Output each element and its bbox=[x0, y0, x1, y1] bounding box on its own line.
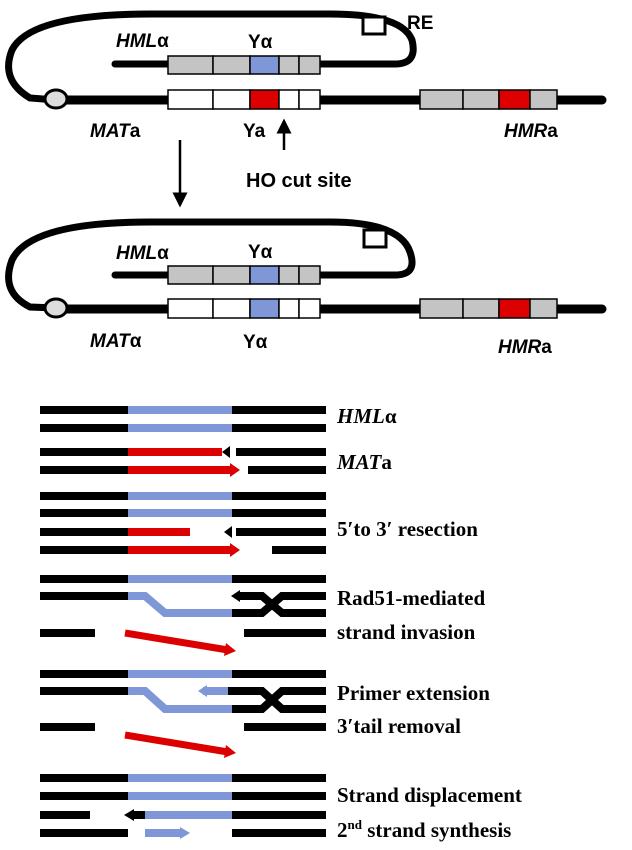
step-second-strand-synthesis bbox=[40, 774, 326, 839]
mat-alpha-cassette bbox=[167, 298, 321, 319]
y-alpha-region bbox=[249, 55, 280, 75]
step-second-strand-label: 2nd strand synthesis bbox=[337, 817, 512, 842]
step-resection-label: 5′to 3′ resection bbox=[337, 517, 478, 541]
re-label: RE bbox=[407, 13, 434, 34]
step-rad51-label-line1: Rad51-mediated bbox=[337, 586, 486, 610]
step-primer-extension bbox=[40, 670, 326, 758]
step-tail-removal-label: 3′tail removal bbox=[337, 714, 461, 738]
top-chromosome-panel bbox=[5, 10, 607, 150]
centromere-icon bbox=[43, 88, 69, 110]
ya-label: Ya bbox=[243, 121, 266, 142]
hmr-a-label: HMRa bbox=[498, 337, 552, 358]
y-alpha-label: Yα bbox=[248, 242, 273, 263]
step-strand-displacement-label: Strand displacement bbox=[337, 783, 522, 807]
mat-a-label: MATa bbox=[90, 121, 141, 142]
hmr-a-cassette bbox=[419, 89, 558, 110]
hml-alpha-label: HMLα bbox=[116, 31, 169, 52]
hml-alpha-cassette bbox=[167, 265, 321, 285]
step-hml-alpha-label: HMLα bbox=[337, 404, 397, 428]
mat-alpha-label: MATα bbox=[90, 331, 142, 352]
hml-alpha-cassette bbox=[167, 55, 321, 75]
step-initial-duplexes bbox=[40, 406, 326, 477]
hmr-a-cassette bbox=[419, 298, 558, 319]
hml-alpha-label: HMLα bbox=[116, 243, 169, 264]
centromere-icon bbox=[43, 297, 69, 319]
re-enhancer-box bbox=[362, 228, 388, 249]
re-enhancer-box bbox=[361, 15, 387, 36]
step-rad51-label-line2: strand invasion bbox=[337, 620, 476, 644]
step-primer-extension-label: Primer extension bbox=[337, 681, 490, 705]
y-alpha-bottom-label: Yα bbox=[243, 332, 268, 353]
chromosome-loop bbox=[5, 10, 417, 104]
y-alpha-label: Yα bbox=[248, 32, 273, 53]
ya-region bbox=[249, 89, 280, 110]
ho-cut-site-label: HO cut site bbox=[246, 170, 352, 192]
step-mat-a-label: MATa bbox=[337, 450, 392, 474]
hmr-a-label: HMRa bbox=[504, 121, 558, 142]
middle-chromosome-panel bbox=[5, 218, 607, 319]
chromosome-loop bbox=[5, 218, 416, 312]
step-resection bbox=[40, 492, 326, 557]
mat-a-cassette bbox=[167, 89, 321, 110]
step-strand-invasion bbox=[40, 575, 326, 656]
